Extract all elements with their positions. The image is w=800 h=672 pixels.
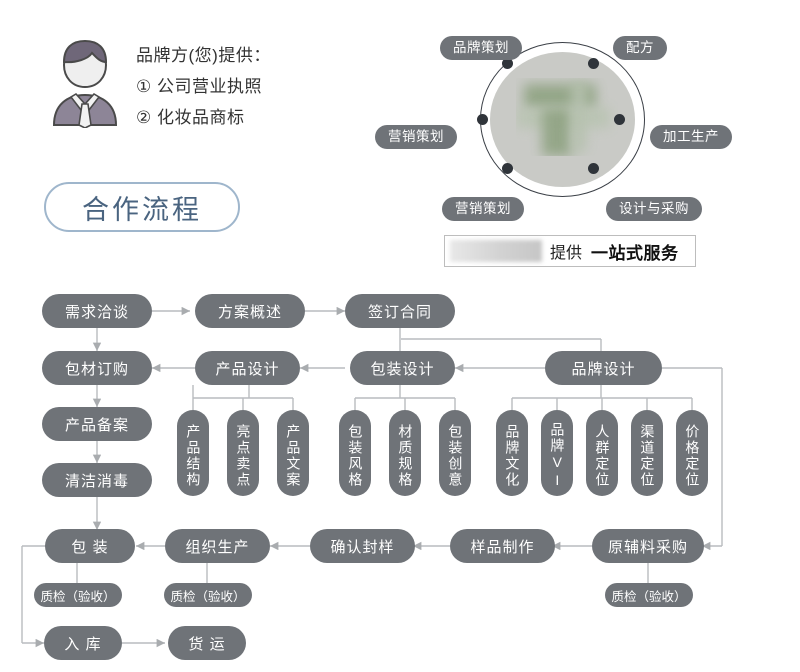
flow-node-organize-production[interactable]: 组织生产 [165,529,270,563]
subitem-audience-positioning[interactable]: 人群定位 [586,410,618,496]
requirement-heading: 品牌方(您)提供： [136,46,271,65]
flow-node-packaging[interactable]: 包 装 [45,529,135,563]
flow-node-plan-overview[interactable]: 方案概述 [195,294,305,328]
flow-node-product-filing[interactable]: 产品备案 [42,407,152,441]
flow-node-quality-check-2[interactable]: 质检（验收） [164,583,252,607]
service-label-marketing-planning-bottom[interactable]: 营销策划 [442,197,524,221]
subitem-channel-positioning[interactable]: 渠道定位 [631,410,663,496]
banner-text-provide: 提供 [550,245,583,262]
flow-node-quality-check-1[interactable]: 质检（验收） [34,583,122,607]
flow-node-shipping[interactable]: 货 运 [168,626,246,660]
subitem-price-positioning[interactable]: 价格定位 [676,410,708,496]
person-avatar-icon [42,32,128,129]
node-dot-right [614,114,625,125]
banner-company-logo [450,240,542,262]
flow-node-brand-design[interactable]: 品牌设计 [545,351,662,385]
requirement-item-1: ① 公司营业执照 [136,77,262,96]
subitem-product-copywriting[interactable]: 产品文案 [277,410,309,496]
service-label-formula[interactable]: 配方 [613,36,667,60]
subitem-package-style[interactable]: 包装风格 [339,410,371,496]
service-label-manufacturing[interactable]: 加工生产 [650,125,732,149]
node-dot-top-right [588,58,599,69]
banner-text-one-stop: 一站式服务 [591,243,679,263]
flow-node-packaging-material-order[interactable]: 包材订购 [42,351,152,385]
subitem-highlight-selling-point[interactable]: 亮点卖点 [227,410,259,496]
node-dot-left [477,114,488,125]
service-label-brand-planning[interactable]: 品牌策划 [440,36,522,60]
flow-node-clean-disinfect[interactable]: 清洁消毒 [42,463,152,497]
subitem-product-structure[interactable]: 产品结构 [177,410,209,496]
subitem-brand-vi[interactable]: 品牌VI [541,410,573,496]
service-circle-diagram: 品牌策划 配方 营销策划 加工生产 营销策划 设计与采购 [375,20,790,230]
section-title-cooperation-process: 合作流程 [44,182,240,232]
center-logo-blurred [516,78,618,156]
flow-node-sign-contract[interactable]: 签订合同 [345,294,455,328]
node-dot-bottom-right [588,163,599,174]
flow-node-sample-production[interactable]: 样品制作 [450,529,555,563]
service-label-marketing-planning-left[interactable]: 营销策划 [375,125,457,149]
node-dot-top-left [502,58,513,69]
subitem-brand-culture[interactable]: 品牌文化 [496,410,528,496]
service-label-design-purchasing[interactable]: 设计与采购 [606,197,702,221]
subitem-package-creative[interactable]: 包装创意 [439,410,471,496]
flow-node-requirement-negotiation[interactable]: 需求洽谈 [42,294,152,328]
flow-node-package-design[interactable]: 包装设计 [350,351,455,385]
flow-node-quality-check-3[interactable]: 质检（验收） [605,583,693,607]
flow-node-product-design[interactable]: 产品设计 [195,351,300,385]
node-dot-bottom-left [502,163,513,174]
flow-node-confirm-seal-sample[interactable]: 确认封样 [310,529,415,563]
brand-owner-requirements: 品牌方(您)提供： ① 公司营业执照 ② 化妆品商标 [136,40,376,133]
requirement-item-2: ② 化妆品商标 [136,108,245,127]
flow-node-warehouse-in[interactable]: 入 库 [44,626,122,660]
subitem-material-spec[interactable]: 材质规格 [389,410,421,496]
flow-node-raw-material-purchase[interactable]: 原辅料采购 [592,529,704,563]
one-stop-service-banner: 提供 一站式服务 [444,235,696,267]
section-title-label: 合作流程 [82,194,202,225]
